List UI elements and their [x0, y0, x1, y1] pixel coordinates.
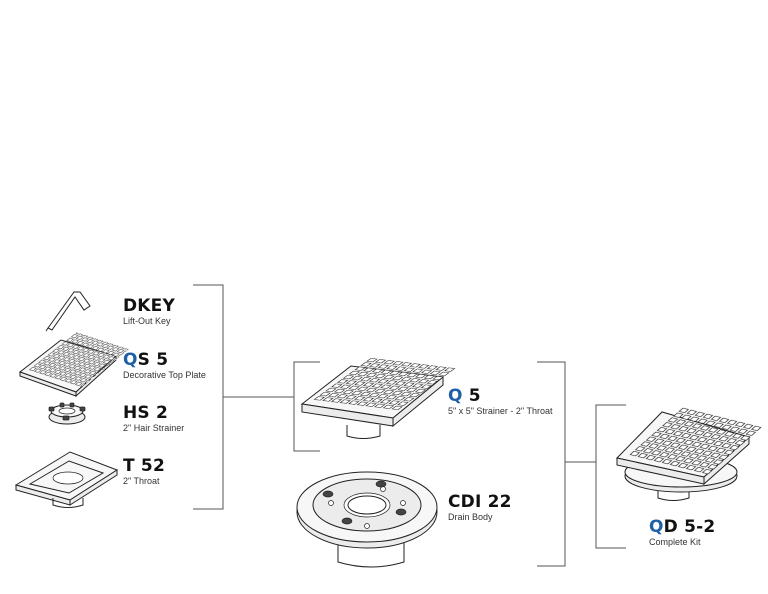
- part-code: DKEY: [123, 296, 176, 316]
- part-code-accent: Q: [649, 517, 664, 537]
- label-qd52: QD 5-2 Complete Kit: [649, 519, 715, 547]
- part-code: QD 5-2: [649, 519, 715, 536]
- lift-out-key-icon: [45, 291, 91, 332]
- part-desc: 5" x 5" Strainer - 2" Throat: [448, 406, 553, 416]
- label-dkey: DKEY Lift-Out Key: [123, 298, 175, 326]
- label-cdi22: CDI 22 Drain Body: [448, 494, 512, 522]
- part-code: QS 5: [123, 352, 206, 369]
- middle-bracket: [293, 361, 596, 567]
- right-bracket: [595, 404, 626, 549]
- label-q5: Q 5 5" x 5" Strainer - 2" Throat: [448, 388, 552, 416]
- label-qs5: QS 5 Decorative Top Plate: [123, 352, 206, 380]
- part-code: Q 5: [448, 388, 552, 405]
- part-code-rest: S 5: [137, 350, 169, 370]
- part-desc: 2" Hair Strainer: [123, 423, 185, 433]
- drain-body-icon: [296, 471, 438, 568]
- part-code: T 52: [123, 456, 165, 476]
- part-code-accent: Q: [448, 386, 463, 406]
- part-desc: Complete Kit: [649, 537, 701, 547]
- square-grate-icon: [18, 332, 130, 398]
- left-bracket: [193, 284, 294, 510]
- label-t52: T 52 2" Throat: [123, 458, 165, 486]
- part-code-accent: Q: [123, 350, 138, 370]
- part-code-rest: 5: [462, 386, 481, 406]
- part-code-rest: D 5-2: [663, 517, 716, 537]
- hair-strainer-icon: [48, 402, 86, 425]
- label-hs2: HS 2 2" Hair Strainer: [123, 405, 184, 433]
- part-desc: 2" Throat: [123, 476, 160, 486]
- part-code: HS 2: [123, 403, 169, 423]
- part-code: CDI 22: [448, 492, 512, 512]
- part-desc: Drain Body: [448, 512, 493, 522]
- part-desc: Lift-Out Key: [123, 316, 171, 326]
- complete-kit-icon: [616, 406, 764, 501]
- throat-icon: [14, 451, 119, 508]
- part-desc: Decorative Top Plate: [123, 370, 206, 380]
- strainer-assembly-icon: [300, 357, 458, 439]
